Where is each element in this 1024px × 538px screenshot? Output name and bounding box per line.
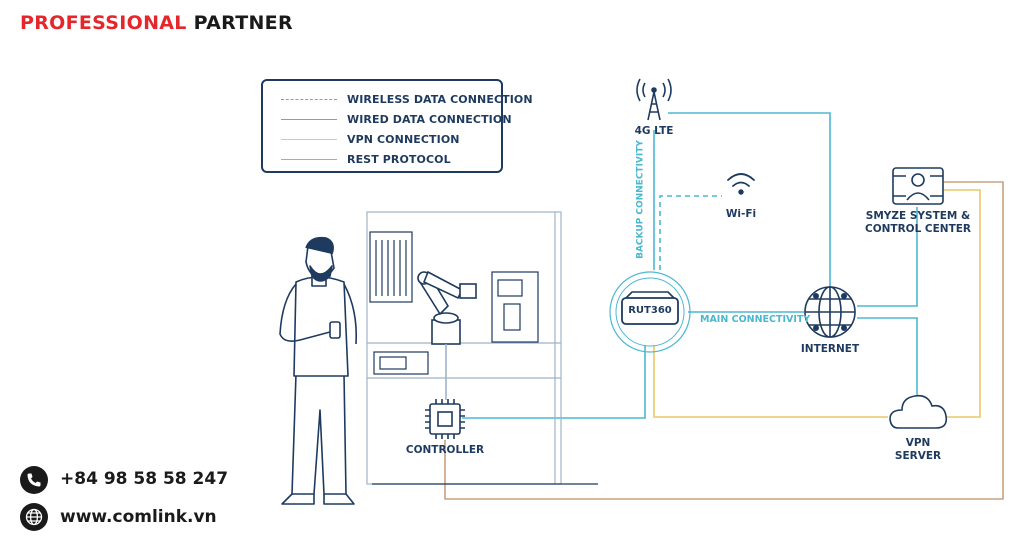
legend-swatch (281, 138, 337, 140)
brand-part1: PROFESSIONAL (20, 12, 187, 34)
internet-globe-icon (804, 286, 856, 338)
lte-label: 4G LTE (634, 125, 674, 137)
wifi-label: Wi-Fi (725, 208, 757, 220)
globe-icon (25, 508, 43, 526)
factory-sketch (366, 211, 598, 485)
phone-icon-badge (20, 466, 48, 494)
wifi-icon (727, 173, 755, 195)
legend-swatch (281, 158, 337, 160)
backup-connectivity-label: BACKUP CONNECTIVITY (635, 140, 646, 259)
smyze-label-line1: SMYZE SYSTEM & (865, 210, 971, 222)
vpn-cloud-icon (889, 394, 948, 429)
legend-label: VPN CONNECTION (347, 132, 460, 146)
legend-box: WIRELESS DATA CONNECTION WIRED DATA CONN… (261, 79, 533, 173)
controller-chip-icon (425, 399, 465, 439)
website-link[interactable]: www.comlink.vn (60, 507, 217, 527)
vpn-label-line2: SERVER (894, 450, 942, 462)
router-icon (609, 271, 691, 353)
legend-label: WIRED DATA CONNECTION (347, 112, 512, 126)
brand-title: PROFESSIONAL PARTNER (20, 12, 293, 34)
lte-tower-icon (636, 78, 672, 121)
phone-icon (27, 473, 41, 487)
wired-internet-smyze (857, 207, 918, 307)
wired-lte-internet (668, 112, 831, 287)
wired-controller-router (462, 345, 646, 419)
phone-number[interactable]: +84 98 58 58 247 (60, 469, 229, 489)
legend-item-wired: WIRED DATA CONNECTION (281, 111, 512, 127)
robot-arm-icon (417, 270, 477, 400)
internet-label: INTERNET (800, 343, 860, 355)
vpn-line-smyze (944, 189, 981, 418)
main-connectivity-label: MAIN CONNECTIVITY (700, 314, 811, 325)
legend-label: WIRELESS DATA CONNECTION (347, 92, 533, 106)
legend-swatch (281, 118, 337, 120)
vpn-label-line1: VPN (905, 437, 931, 449)
brand-part2: PARTNER (193, 12, 293, 34)
legend-item-wireless: WIRELESS DATA CONNECTION (281, 91, 533, 107)
person-illustration (279, 236, 358, 505)
globe-icon-badge (20, 503, 48, 531)
smyze-label-line2: CONTROL CENTER (864, 223, 972, 235)
legend-label: REST PROTOCOL (347, 152, 451, 166)
controller-label: CONTROLLER (405, 444, 485, 456)
router-label: RUT360 (628, 305, 672, 316)
legend-item-rest: REST PROTOCOL (281, 151, 451, 167)
legend-item-vpn: VPN CONNECTION (281, 131, 460, 147)
legend-swatch (281, 98, 337, 100)
vpn-line-router (653, 345, 888, 418)
wireless-wifi (659, 195, 722, 270)
rest-line (444, 181, 1004, 500)
wired-internet-vpn (857, 317, 918, 395)
smyze-system-icon (892, 167, 944, 205)
